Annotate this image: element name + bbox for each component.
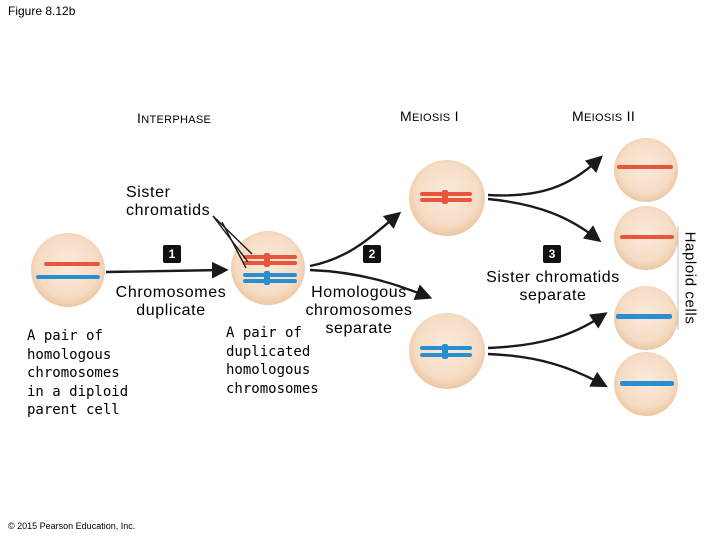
parent-cell <box>31 233 105 307</box>
stage-meiosis-1: MEIOSIS I <box>400 108 459 124</box>
haploid-cell-1 <box>614 138 678 202</box>
stage-interphase: INTERPHASE <box>137 110 212 126</box>
step-3-badge: 3 <box>543 245 561 263</box>
arrow-to-red <box>309 211 402 268</box>
label-homologous-separate: Homologous chromosomes separate <box>305 284 413 337</box>
duplicated-cell <box>231 231 305 305</box>
step-2-badge: 2 <box>363 245 381 263</box>
step-1-badge: 1 <box>163 245 181 263</box>
haploid-cell-4 <box>614 352 678 416</box>
label-sister-chromatids: Sister chromatids <box>126 184 211 219</box>
label-chromosomes-duplicate: Chromosomes duplicate <box>115 284 227 319</box>
arrow-step1 <box>105 261 229 279</box>
copyright: © 2015 Pearson Education, Inc. <box>8 521 136 531</box>
arrows <box>105 155 608 388</box>
meiosis1-blue-cell <box>409 313 485 389</box>
label-sister-chromatids-separate: Sister chromatids separate <box>486 269 620 304</box>
arrow-to-haploid-3 <box>487 312 608 350</box>
sister-chromatid-pointers <box>212 215 253 269</box>
label-pair-homologous: A pair of homologous chromosomes in a di… <box>27 328 129 418</box>
blue-chromosome <box>36 275 100 279</box>
figure-label: Figure 8.12b <box>8 4 76 18</box>
stage-meiosis-2: MEIOSIS II <box>572 108 636 124</box>
arrow-to-haploid-1 <box>487 155 603 197</box>
arrow-to-haploid-2 <box>487 197 602 243</box>
red-chromosome <box>44 262 100 266</box>
meiosis1-red-cell <box>409 160 485 236</box>
haploid-cell-3 <box>614 286 678 350</box>
label-haploid-cells: Haploid cells <box>681 231 699 325</box>
arrow-to-blue <box>309 268 433 301</box>
haploid-cell-2 <box>614 206 678 270</box>
arrow-to-haploid-4 <box>487 352 608 388</box>
label-pair-duplicated: A pair of duplicated homologous chromoso… <box>226 325 319 397</box>
